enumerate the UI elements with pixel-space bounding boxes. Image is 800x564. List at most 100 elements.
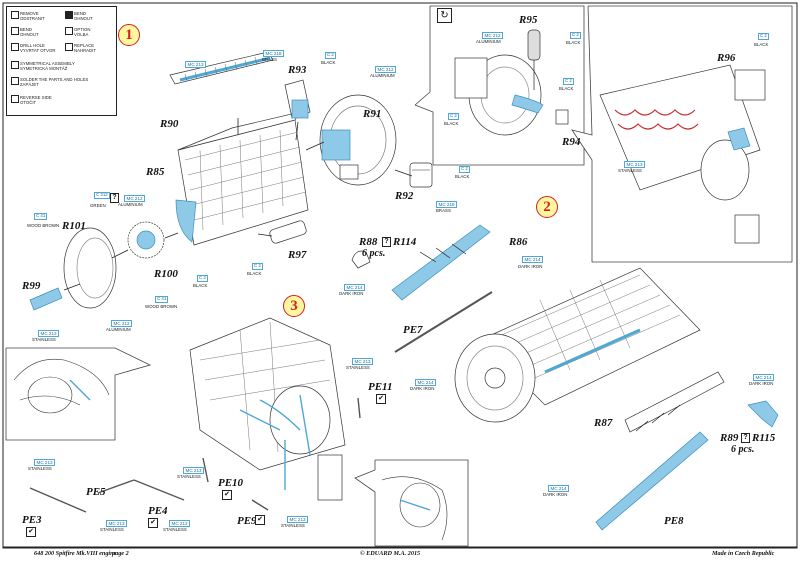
paint-dark-iron-r88: DARK IRON: [339, 291, 364, 296]
engine-step3-drawing: [29, 317, 361, 513]
paint-wood-brown-name: WOOD BROWN: [27, 223, 60, 228]
paint-c312: C 312: [94, 192, 110, 199]
part-r99: R99: [22, 280, 41, 292]
drill-icon: [11, 43, 19, 51]
paint-black-r97: BLACK: [247, 271, 262, 276]
reverse-icon: [11, 95, 19, 103]
paint-mc212-bottom: MC 212: [111, 320, 133, 327]
part-r101: R101: [62, 220, 86, 232]
part-pe5: PE5: [86, 486, 106, 498]
paint-c2-r94: C 2: [563, 78, 574, 85]
engine-step1-drawing: [29, 51, 433, 311]
paint-mc213-pe10: MC 213: [183, 467, 205, 474]
detail-bottom-drawing: [381, 476, 448, 541]
paint-c2-r95-left: C 2: [448, 113, 459, 120]
detail-r96-drawing: [599, 64, 766, 244]
paint-black-r100: BLACK: [193, 283, 208, 288]
part-pe9: PE9: [237, 515, 257, 527]
paint-mc212-r95: MC 212: [482, 32, 504, 39]
paint-aluminium-name: ALUMINIUM: [370, 73, 395, 78]
part-r89: R89: [720, 432, 739, 444]
bend-check-pe11: ✔: [376, 394, 386, 404]
option-icon-r101: ?: [110, 193, 119, 203]
paint-black-r92: BLACK: [455, 174, 470, 179]
part-r96: R96: [717, 52, 736, 64]
step-2-marker: 2: [536, 196, 558, 218]
paint-stainless-pe3: STAINLESS: [28, 466, 52, 471]
paint-mc213-pe3: MC 213: [34, 459, 56, 466]
detail-r95-drawing: [454, 29, 569, 136]
bend-check-pe10: ✔: [222, 490, 232, 500]
footer-origin: Made in Czech Republic: [712, 550, 775, 557]
part-r87: R87: [594, 417, 613, 429]
callout-box-left-detail: [5, 347, 152, 441]
paint-wood-brown-r100: WOOD BROWN: [145, 304, 178, 309]
paint-c2-r96: C 2: [758, 33, 769, 40]
paint-stainless-pe10: STAINLESS: [177, 474, 201, 479]
footer-page-number: page 2: [112, 550, 129, 557]
part-r86: R86: [509, 236, 528, 248]
bend-check-pe9: ✔: [255, 515, 265, 525]
paint-mc213-pe4: MC 213: [169, 520, 191, 527]
paint-c2-r100: C 2: [197, 275, 208, 282]
symmetry-icon: [11, 61, 19, 69]
paint-c2-r95: C 2: [570, 32, 581, 39]
part-r88: R88: [359, 236, 378, 248]
r88-quantity: 6 pcs.: [362, 248, 386, 259]
part-pe10: PE10: [218, 477, 244, 489]
step-1-marker: 1: [118, 24, 140, 46]
paint-mc213-pe11: MC 213: [352, 358, 374, 365]
paint-stainless-pe5: STAINLESS: [100, 527, 124, 532]
option-icon-r89: ?: [741, 433, 750, 443]
bend-option-icon: [11, 27, 19, 35]
paint-brass-name: BRASS: [262, 57, 277, 62]
paint-mc212: MC 212: [375, 66, 397, 73]
paint-black-r95: BLACK: [566, 40, 581, 45]
paint-black-r94: BLACK: [559, 86, 574, 91]
paint-dark-iron-r86: DARK IRON: [518, 264, 543, 269]
bend-check-pe4: ✔: [148, 518, 158, 528]
paint-mc212-r101: MC 212: [124, 195, 146, 202]
paint-black-r95-left: BLACK: [444, 121, 459, 126]
rotate-view-icon: ↻: [437, 8, 452, 23]
engine-step2-drawing: [351, 224, 779, 531]
paint-mc218: MC 218: [263, 50, 285, 57]
paint-green-name: GREEN: [90, 203, 106, 208]
paint-dark-iron-pe7: DARK IRON: [410, 386, 435, 391]
paint-mc213-r99: MC 213: [38, 330, 60, 337]
solder-icon: [11, 77, 19, 85]
paint-c2-r97: C 2: [252, 263, 263, 270]
paint-mc214-r86: MC 214: [522, 256, 544, 263]
paint-c2: C 2: [325, 52, 336, 59]
paint-dark-iron-pe8: DARK IRON: [543, 492, 568, 497]
part-r85: R85: [146, 166, 165, 178]
paint-c41: C 41: [34, 213, 48, 220]
part-pe11: PE11: [368, 381, 393, 393]
footer-kit-title: 648 200 Spitfire Mk.VIII engine: [34, 550, 117, 557]
part-r100: R100: [154, 268, 178, 280]
paint-mc213-pe9: MC 213: [287, 516, 309, 523]
paint-mc213-r96: MC 213: [624, 161, 646, 168]
remove-icon: [11, 11, 19, 19]
paint-mc214-pe7: MC 214: [415, 379, 437, 386]
r89-quantity: 6 pcs.: [731, 444, 755, 455]
part-pe4: PE4: [148, 505, 168, 517]
callout-box-bottom-detail: [354, 459, 469, 547]
paint-mc214-r89: MC 214: [753, 374, 775, 381]
part-pe8: PE8: [664, 515, 684, 527]
paint-mc214-pe8: MC 214: [548, 485, 570, 492]
paint-mc213-pe5: MC 213: [106, 520, 128, 527]
paint-aluminium-r101: ALUMINIUM: [118, 202, 143, 207]
part-r94: R94: [562, 136, 581, 148]
option-icon-r88: ?: [382, 237, 391, 247]
paint-black-name: BLACK: [321, 60, 336, 65]
